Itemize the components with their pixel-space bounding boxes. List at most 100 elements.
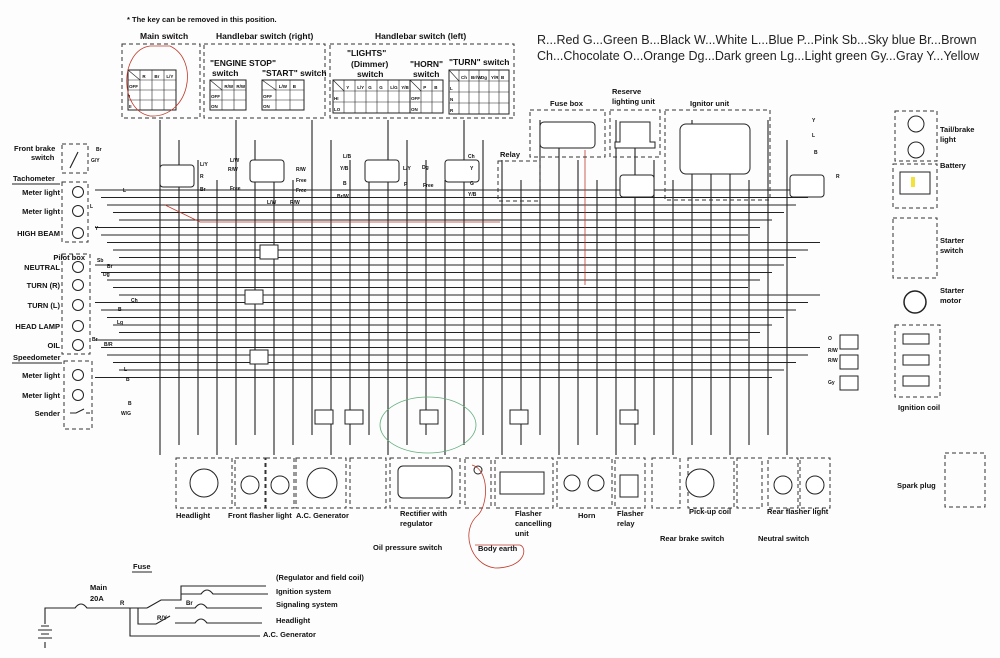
wire-r-label: R bbox=[120, 601, 125, 607]
wire-tag: Br bbox=[92, 337, 98, 343]
table-col-header: G bbox=[368, 85, 372, 90]
headlight-label: Headlight bbox=[176, 511, 211, 520]
table-col-header: Y/B bbox=[401, 85, 409, 90]
wire-ry-label: R/Y bbox=[157, 616, 167, 622]
wire-tag: L/Y bbox=[200, 162, 208, 168]
horn-switch-label-2: switch bbox=[413, 69, 439, 79]
tachometer-label: Tachometer bbox=[13, 174, 55, 183]
wire-tag: Ch bbox=[131, 298, 138, 304]
reserve-label-2: lighting unit bbox=[612, 97, 655, 106]
connector bbox=[839, 354, 859, 370]
indicator-lamp bbox=[72, 261, 84, 273]
front-flasher-label: Front flasher light bbox=[228, 511, 292, 520]
wire-tag: B bbox=[128, 401, 132, 407]
indicator-lamp bbox=[72, 227, 84, 239]
grid-line bbox=[448, 69, 460, 82]
ignition-coil-box bbox=[894, 324, 941, 398]
table-col-header: Br/W bbox=[471, 75, 482, 80]
component-box bbox=[736, 457, 763, 509]
wire-tags: BrG/YLLYSbBrDgChBLgBrB/RLBBW/GL/YRBrL/WR… bbox=[90, 118, 840, 417]
wire-tag: Y bbox=[95, 226, 99, 232]
table-row-header: II bbox=[129, 104, 132, 109]
ignition-coil-label: Ignition coil bbox=[898, 403, 940, 412]
wire-tag: Br/W bbox=[337, 194, 349, 200]
wire-harness bbox=[95, 120, 859, 455]
wire-tag: Sb bbox=[97, 258, 103, 264]
component-box bbox=[175, 457, 233, 509]
tachometer-box bbox=[61, 181, 89, 243]
wire-tag: B bbox=[343, 181, 347, 187]
wire-tag: L/W bbox=[267, 200, 276, 206]
ignitor-label: Ignitor unit bbox=[690, 99, 730, 108]
front-brake-label-2: switch bbox=[31, 153, 55, 162]
table-row-header: L bbox=[450, 86, 453, 91]
table-col-header: Dg bbox=[481, 75, 487, 80]
component-symbol bbox=[306, 467, 338, 499]
reserve-lighting-unit bbox=[614, 121, 656, 149]
wire-tag: B bbox=[126, 377, 130, 383]
table-row-header: OFF bbox=[263, 94, 272, 99]
flasher-relay-label-2: relay bbox=[617, 519, 635, 528]
horn-switch-table bbox=[409, 79, 444, 114]
wire-tag: Free bbox=[423, 183, 434, 189]
fuse-title: Fuse bbox=[133, 562, 151, 571]
lights-label-1: "LIGHTS" bbox=[347, 48, 386, 58]
wire-tag: W/G bbox=[121, 411, 131, 417]
connector bbox=[789, 174, 825, 198]
lights-label-3: switch bbox=[357, 69, 383, 79]
component-box bbox=[799, 457, 831, 509]
brake-light-bulb bbox=[907, 141, 925, 159]
relay-label: Relay bbox=[500, 150, 521, 159]
wire-tag: R/W bbox=[290, 200, 300, 206]
table-row-header: OFF bbox=[211, 94, 220, 99]
wire-tag: Free bbox=[296, 188, 307, 194]
connector bbox=[839, 334, 859, 350]
table-row-header: LO bbox=[334, 107, 341, 112]
table-row-header: ON bbox=[411, 107, 418, 112]
indicator-lamp bbox=[72, 320, 84, 332]
tail-label-2: light bbox=[940, 135, 956, 144]
connector bbox=[259, 244, 279, 260]
engine-stop-label-2: switch bbox=[212, 68, 238, 78]
tail-label-1: Tail/brake bbox=[940, 125, 974, 134]
flasher-cancel-label-2: cancelling bbox=[515, 519, 552, 528]
fuse-output-signaling: Signaling system bbox=[276, 600, 338, 609]
component-box bbox=[494, 457, 554, 509]
spark-plug-box bbox=[944, 452, 986, 508]
sender-switch bbox=[70, 408, 90, 414]
indicator-label: Meter light bbox=[22, 391, 60, 400]
connector bbox=[419, 409, 439, 425]
ignition-coil-2 bbox=[902, 354, 930, 366]
yellow-marker bbox=[911, 177, 915, 187]
front-brake-label-1: Front brake bbox=[14, 144, 55, 153]
table-col-header: L/W bbox=[279, 84, 288, 89]
start-label: "START" switch bbox=[262, 68, 327, 78]
wire-tag: L/W bbox=[230, 158, 239, 164]
table-col-header: L/Y bbox=[357, 85, 364, 90]
table-row-header: OFF bbox=[129, 84, 138, 89]
pilot-box-label: Pilot box bbox=[53, 253, 85, 262]
component-symbol bbox=[587, 474, 605, 492]
connector bbox=[244, 289, 264, 305]
table-col-header: Ch bbox=[461, 75, 467, 80]
indicator-lamp bbox=[72, 205, 84, 217]
table-col-header: B bbox=[434, 85, 438, 90]
grid-line bbox=[209, 79, 223, 91]
lights-switch-table bbox=[332, 79, 411, 114]
flasher-relay-label-1: Flasher bbox=[617, 509, 644, 518]
connector bbox=[159, 164, 195, 188]
table-row-header: OFF bbox=[411, 96, 420, 101]
indicator-label: Meter light bbox=[22, 371, 60, 380]
table-row-header: ON bbox=[263, 104, 270, 109]
connector bbox=[364, 159, 400, 183]
wire-tag: L/Y bbox=[403, 166, 411, 172]
component-symbol bbox=[773, 475, 793, 495]
flasher-cancel-label-1: Flasher bbox=[515, 509, 542, 518]
wire-tag: G bbox=[470, 181, 474, 187]
horn-switch-label-1: "HORN" bbox=[410, 59, 443, 69]
wire-tag: Br bbox=[96, 147, 102, 153]
indicator-label: HIGH BEAM bbox=[17, 229, 60, 238]
component-symbol bbox=[805, 475, 825, 495]
fuse-main-label: Main bbox=[90, 583, 108, 592]
